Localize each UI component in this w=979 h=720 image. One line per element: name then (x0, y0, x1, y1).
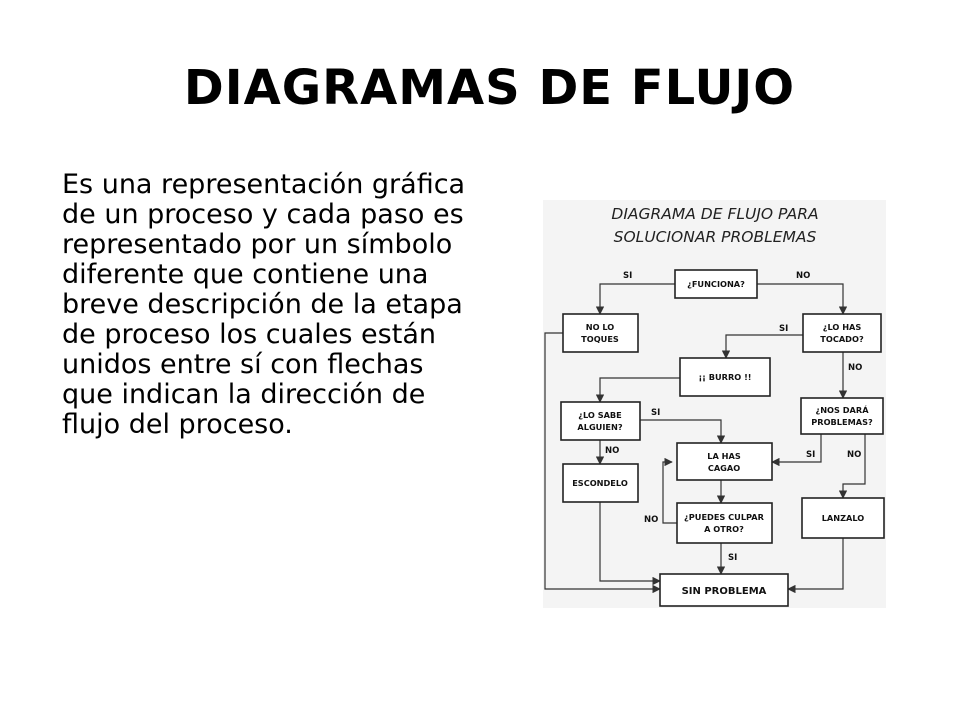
connector-funciona-si (595, 283, 675, 315)
node-lo-has-tocado: ¿LO HAS TOCADO? (802, 313, 882, 353)
connector-no-lo-toques-sin-problema (544, 332, 661, 594)
node-la-has-cagao: LA HAS CAGAO (676, 442, 773, 481)
label-tocado-si: SI (779, 324, 788, 334)
node-sin-problema: SIN PROBLEMA (659, 573, 789, 607)
connector-nos-dara-si (771, 434, 822, 467)
label-funciona-si: SI (623, 271, 632, 281)
label-funciona-no: NO (796, 271, 810, 281)
connector-escondelo-sin-problema (599, 502, 661, 586)
node-lo-sabe-alguien: ¿LO SABE ALGUIEN? (560, 401, 641, 441)
svg-text:LANZALO: LANZALO (822, 513, 865, 523)
svg-text:¿NOS DARÁ: ¿NOS DARÁ (815, 404, 869, 415)
node-funciona: ¿FUNCIONA? (674, 269, 758, 299)
svg-text:A OTRO?: A OTRO? (704, 524, 744, 534)
connector-burro-lo-sabe (595, 377, 680, 403)
svg-text:¿PUEDES CULPAR: ¿PUEDES CULPAR (684, 512, 765, 522)
svg-text:NO LO: NO LO (586, 322, 615, 332)
flowchart-title-line2: SOLUCIONAR PROBLEMAS (614, 228, 817, 246)
slide-body-text: Es una representación gráfica de un proc… (62, 169, 466, 440)
label-nos-dara-no: NO (847, 450, 861, 460)
flowchart-title-line1: DIAGRAMA DE FLUJO PARA (611, 205, 818, 223)
label-nos-dara-si: SI (806, 450, 815, 460)
svg-text:LA HAS: LA HAS (707, 451, 741, 461)
label-lo-sabe-no: NO (605, 446, 619, 456)
svg-text:TOCADO?: TOCADO? (820, 334, 864, 344)
svg-text:¿FUNCIONA?: ¿FUNCIONA? (687, 279, 745, 289)
connector-culpar-no (662, 457, 677, 524)
connector-tocado-si (721, 334, 803, 359)
svg-text:TOQUES: TOQUES (581, 334, 619, 344)
flowchart-image: DIAGRAMA DE FLUJO PARA SOLUCIONAR PROBLE… (543, 200, 886, 608)
label-culpar-si: SI (728, 553, 737, 563)
svg-text:ESCONDELO: ESCONDELO (572, 478, 628, 488)
svg-text:¿LO HAS: ¿LO HAS (823, 322, 862, 332)
node-nos-dara-problemas: ¿NOS DARÁ PROBLEMAS? (800, 397, 884, 435)
connector-lanzalo-sin-problema (787, 538, 844, 594)
svg-text:CAGAO: CAGAO (708, 463, 740, 473)
svg-text:SIN PROBLEMA: SIN PROBLEMA (682, 586, 767, 597)
svg-text:PROBLEMAS?: PROBLEMAS? (811, 417, 873, 427)
label-lo-sabe-si: SI (651, 408, 660, 418)
node-lanzalo: LANZALO (801, 497, 885, 539)
label-tocado-no: NO (848, 363, 862, 373)
node-no-lo-toques: NO LO TOQUES (562, 313, 639, 353)
slide-title: DIAGRAMAS DE FLUJO (183, 60, 796, 116)
connector-funciona-no (757, 283, 848, 315)
node-puedes-culpar: ¿PUEDES CULPAR A OTRO? (676, 502, 773, 544)
connector-lo-sabe-si (640, 419, 726, 444)
svg-text:¿LO SABE: ¿LO SABE (578, 410, 622, 420)
flowchart-svg: DIAGRAMA DE FLUJO PARA SOLUCIONAR PROBLE… (544, 205, 885, 607)
connector-nos-dara-no (838, 434, 866, 499)
svg-text:ALGUIEN?: ALGUIEN? (577, 422, 622, 432)
node-burro: ¡¡ BURRO !! (679, 357, 771, 397)
svg-text:¡¡ BURRO !!: ¡¡ BURRO !! (698, 372, 751, 382)
label-culpar-no: NO (644, 515, 658, 525)
node-escondelo: ESCONDELO (562, 463, 639, 503)
